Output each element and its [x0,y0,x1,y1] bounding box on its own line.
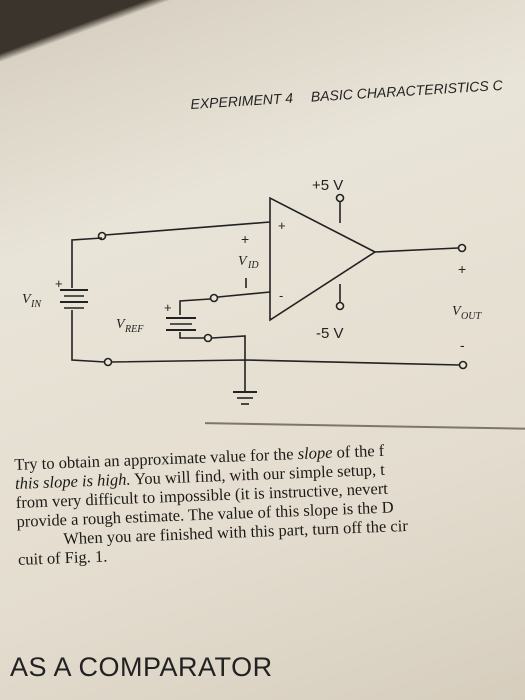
vout-minus: - [460,337,465,353]
vout-label-v: V [452,304,462,319]
op-amp-triangle [269,196,377,322]
noninverting-plus: + [278,218,286,233]
vin-label-v: V [22,292,32,307]
vid-label-v: V [238,254,248,269]
vref-label-v: V [116,317,126,332]
vref-plus: + [164,300,172,315]
page-header: EXPERIMENT 4 BASIC CHARACTERISTICS C [190,75,525,112]
body-paragraph: Try to obtain an approximate value for t… [14,435,525,569]
vid-plus: + [241,231,249,247]
supply-negative-label: -5 V [316,325,344,342]
vref-label-sub: REF [124,324,144,335]
vin-plus: + [55,276,63,291]
section-heading: AS A COMPARATOR [10,652,273,682]
vin-label-sub: IN [30,299,42,310]
experiment-label: EXPERIMENT 4 [190,89,294,112]
vout-plus: + [458,261,466,277]
supply-positive-label: +5 V [312,177,343,194]
vout-label-sub: OUT [461,311,482,322]
comparator-circuit-diagram: +5 V -5 V + - + V ID + V IN + V REF + V … [22,177,482,405]
section-label: BASIC CHARACTERISTICS C [310,76,504,105]
inverting-minus: - [279,288,283,303]
section-divider [205,422,525,430]
vid-label-sub: ID [247,260,259,271]
